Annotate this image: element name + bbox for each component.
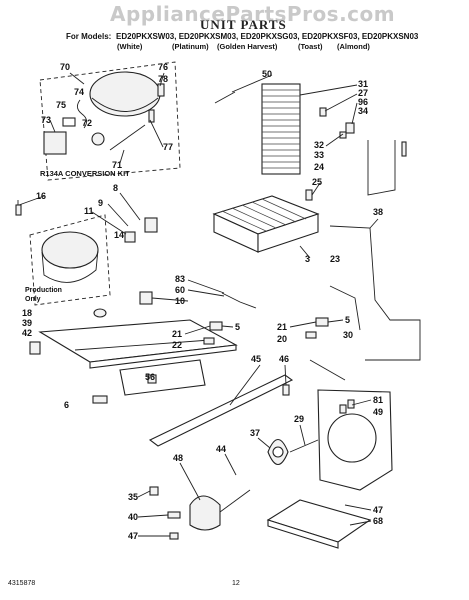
kit-label: R134A CONVERSION KIT	[40, 169, 130, 178]
svg-text:11: 11	[84, 206, 94, 216]
color-white: (White)	[117, 42, 143, 51]
svg-text:31: 31	[358, 79, 368, 89]
svg-text:50: 50	[262, 69, 272, 79]
document-code: 4315878	[8, 580, 36, 587]
svg-text:18: 18	[22, 308, 32, 318]
svg-text:47: 47	[128, 531, 138, 541]
svg-text:34: 34	[358, 106, 368, 116]
svg-text:38: 38	[373, 207, 383, 217]
svg-text:56: 56	[145, 372, 155, 382]
svg-text:47: 47	[373, 505, 383, 515]
svg-text:70: 70	[60, 62, 70, 72]
color-toast: (Toast)	[298, 42, 323, 51]
fan-motor	[189, 495, 221, 531]
svg-text:8: 8	[113, 183, 118, 193]
page-title: UNIT PARTS	[200, 17, 287, 32]
svg-text:5: 5	[235, 322, 240, 332]
svg-text:78: 78	[158, 74, 168, 84]
kit-relay	[43, 131, 67, 155]
svg-text:46: 46	[279, 354, 289, 364]
svg-text:96: 96	[358, 97, 368, 107]
model-list: ED20PKXSW03, ED20PKXSM03, ED20PKXSG03, E…	[116, 32, 419, 41]
watermark: AppliancePartsPros.com	[110, 2, 396, 26]
svg-text:30: 30	[343, 330, 353, 340]
svg-text:6: 6	[64, 400, 69, 410]
svg-text:24: 24	[314, 162, 324, 172]
svg-text:71: 71	[112, 160, 122, 170]
svg-text:5: 5	[345, 315, 350, 325]
kit-capillary	[109, 124, 146, 151]
svg-text:27: 27	[358, 88, 368, 98]
page-number: 12	[232, 580, 240, 587]
svg-text:75: 75	[56, 100, 66, 110]
svg-text:32: 32	[314, 140, 324, 150]
svg-text:42: 42	[22, 328, 32, 338]
svg-text:37: 37	[250, 428, 260, 438]
svg-text:14: 14	[114, 230, 124, 240]
color-almond: (Almond)	[337, 42, 370, 51]
evaporator	[261, 83, 301, 175]
svg-text:9: 9	[98, 198, 103, 208]
kit-compressor	[89, 71, 161, 117]
rail	[148, 374, 294, 447]
svg-text:48: 48	[173, 453, 183, 463]
svg-text:40: 40	[128, 512, 138, 522]
svg-text:20: 20	[277, 334, 287, 344]
svg-text:77: 77	[163, 142, 173, 152]
svg-text:22: 22	[172, 340, 182, 350]
svg-text:81: 81	[373, 395, 383, 405]
svg-text:21: 21	[277, 322, 287, 332]
svg-text:68: 68	[373, 516, 383, 526]
svg-text:60: 60	[175, 285, 185, 295]
compressor	[41, 231, 99, 269]
svg-text:10: 10	[175, 296, 185, 306]
models-label: For Models:	[66, 32, 112, 41]
svg-text:3: 3	[305, 254, 310, 264]
svg-text:16: 16	[36, 191, 46, 201]
svg-text:35: 35	[128, 492, 138, 502]
svg-text:45: 45	[251, 354, 261, 364]
color-platinum: (Platinum)	[172, 42, 209, 51]
svg-text:83: 83	[175, 274, 185, 284]
svg-text:76: 76	[158, 62, 168, 72]
svg-text:74: 74	[74, 87, 84, 97]
color-row: (White) (Platinum) (Golden Harvest) (Toa…	[0, 42, 469, 52]
production-note: Production Only	[25, 287, 62, 303]
svg-text:23: 23	[330, 254, 340, 264]
svg-text:21: 21	[172, 329, 182, 339]
svg-text:33: 33	[314, 150, 324, 160]
svg-text:39: 39	[22, 318, 32, 328]
svg-text:44: 44	[216, 444, 226, 454]
svg-text:49: 49	[373, 407, 383, 417]
svg-text:72: 72	[82, 118, 92, 128]
svg-text:73: 73	[41, 115, 51, 125]
svg-text:29: 29	[294, 414, 304, 424]
color-golden-harvest: (Golden Harvest)	[217, 42, 278, 51]
svg-text:25: 25	[312, 177, 322, 187]
